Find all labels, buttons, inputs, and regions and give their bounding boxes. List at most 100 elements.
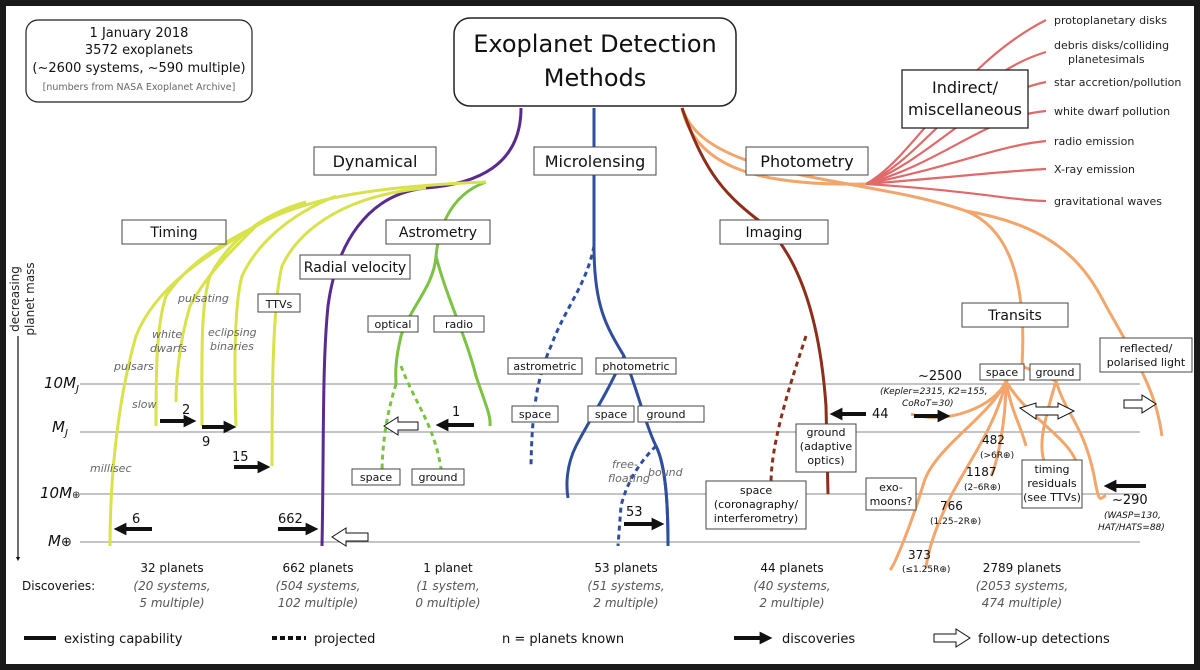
count-2500: ~2500 bbox=[918, 369, 962, 384]
label-binaries: binaries bbox=[210, 340, 254, 353]
count-290: ~290 bbox=[1112, 493, 1148, 508]
imaging-ground-2: (adaptive bbox=[800, 440, 853, 453]
imaging-space-3: interferometry) bbox=[714, 512, 798, 525]
label-eclipsing: eclipsing bbox=[208, 326, 257, 339]
exomoons-1: exo- bbox=[879, 481, 903, 494]
discovery-arrows bbox=[113, 407, 1146, 536]
boxes: 1 January 2018 3572 exoplanets (~2600 sy… bbox=[25, 17, 1193, 530]
astrometry-optical: optical bbox=[375, 318, 412, 331]
transit-space: space bbox=[986, 366, 1019, 379]
level-10me: 10M⊕ bbox=[40, 484, 80, 502]
indirect-item-8: gravitational waves bbox=[1054, 195, 1162, 208]
svg-text:53 planets: 53 planets bbox=[594, 561, 657, 575]
indirect-item-6: radio emission bbox=[1054, 135, 1134, 148]
count-662: 662 bbox=[278, 512, 303, 527]
followup-arrows bbox=[331, 394, 1157, 547]
timing-residuals-1: timing bbox=[1034, 463, 1069, 476]
method-imaging: Imaging bbox=[746, 225, 803, 241]
rv-branches bbox=[320, 107, 523, 547]
detection-methods-tree: decreasing planet mass 10MJ MJ 10M⊕ M⊕ bbox=[8, 14, 1193, 648]
followup-rv bbox=[331, 527, 369, 547]
svg-text:662 planets: 662 planets bbox=[283, 561, 354, 575]
followup-reflected bbox=[1123, 394, 1157, 414]
transit-ground: ground bbox=[1036, 366, 1075, 379]
axis-label-line2: planet mass bbox=[23, 262, 37, 335]
info-line3: (~2600 systems, ~590 multiple) bbox=[32, 61, 245, 76]
label-pulsars: pulsars bbox=[113, 360, 154, 373]
level-mj: MJ bbox=[52, 418, 68, 439]
discoveries-row: Discoveries: 32 planets (20 systems, 5 m… bbox=[22, 561, 1068, 610]
method-astrometry: Astrometry bbox=[399, 225, 477, 241]
info-line4: [numbers from NASA Exoplanet Archive] bbox=[43, 82, 236, 93]
method-timing: Timing bbox=[149, 225, 197, 241]
category-microlensing: Microlensing bbox=[545, 152, 646, 171]
micro-photo-ground: ground bbox=[647, 408, 686, 421]
legend-existing: existing capability bbox=[64, 632, 183, 647]
disc-col-transits: 2789 planets (2053 systems, 474 multiple… bbox=[976, 561, 1068, 610]
count-labels: 6 2 9 15 662 1 53 44 ~2500 (Kepler=2315,… bbox=[132, 369, 1165, 575]
count-373-sub: (≤1.25R⊕) bbox=[902, 565, 950, 575]
micro-photometric: photometric bbox=[602, 360, 669, 373]
count-2500-detail-1: (Kepler=2315, K2=155, bbox=[880, 387, 987, 397]
category-photometry: Photometry bbox=[760, 152, 853, 171]
label-bound: bound bbox=[648, 466, 684, 479]
followup-astrometry bbox=[383, 416, 419, 436]
count-9: 9 bbox=[202, 435, 210, 450]
timing-residuals-2: residuals bbox=[1027, 477, 1077, 490]
reflected-2: polarised light bbox=[1107, 356, 1186, 369]
count-482-sub: (>6R⊕) bbox=[980, 451, 1014, 461]
count-2: 2 bbox=[182, 403, 190, 418]
count-2500-detail-2: CoRoT=30) bbox=[902, 399, 954, 409]
svg-text:102 multiple): 102 multiple) bbox=[278, 596, 358, 610]
count-766: 766 bbox=[940, 499, 963, 513]
count-15: 15 bbox=[232, 450, 249, 465]
timing-branches bbox=[108, 180, 487, 547]
indirect-item-1: protoplanetary disks bbox=[1054, 14, 1167, 27]
indirect-item-5: white dwarf pollution bbox=[1054, 105, 1170, 118]
svg-text:(504 systems,: (504 systems, bbox=[276, 579, 361, 593]
info-line2: 3572 exoplanets bbox=[85, 43, 193, 58]
label-millisec: millisec bbox=[90, 462, 132, 475]
label-dwarfs: dwarfs bbox=[150, 342, 187, 355]
category-dynamical: Dynamical bbox=[333, 152, 418, 171]
legend-discoveries: discoveries bbox=[782, 632, 855, 647]
svg-text:(40 systems,: (40 systems, bbox=[753, 579, 830, 593]
count-373: 373 bbox=[908, 548, 931, 562]
label-slow: slow bbox=[132, 398, 157, 411]
count-6: 6 bbox=[132, 512, 140, 527]
method-transits: Transits bbox=[987, 308, 1042, 324]
imaging-ground-3: optics) bbox=[807, 454, 844, 467]
mass-axis: decreasing planet mass 10MJ MJ 10M⊕ M⊕ bbox=[8, 262, 80, 562]
count-1: 1 bbox=[452, 405, 460, 420]
timing-residuals-3: (see TTVs) bbox=[1023, 491, 1081, 504]
count-290-detail-1: (WASP=130, bbox=[1104, 511, 1161, 521]
disc-col-astrometry: 1 planet (1 system, 0 multiple) bbox=[415, 561, 480, 610]
category-indirect-2: miscellaneous bbox=[908, 100, 1022, 119]
count-53: 53 bbox=[626, 505, 643, 520]
exomoons-2: moons? bbox=[870, 495, 913, 508]
indirect-list: protoplanetary disks debris disks/collid… bbox=[1054, 14, 1181, 208]
legend-followup: follow-up detections bbox=[978, 632, 1110, 647]
category-indirect-1: Indirect/ bbox=[932, 78, 999, 97]
svg-text:474 multiple): 474 multiple) bbox=[982, 596, 1062, 610]
micro-astrometric: astrometric bbox=[513, 360, 576, 373]
svg-text:(1 system,: (1 system, bbox=[416, 579, 479, 593]
discoveries-label: Discoveries: bbox=[22, 579, 95, 593]
count-1187: 1187 bbox=[966, 465, 997, 479]
astrometry-branches bbox=[380, 180, 492, 477]
disc-col-microlensing: 53 planets (51 systems, 2 multiple) bbox=[587, 561, 664, 610]
svg-text:5 multiple): 5 multiple) bbox=[139, 596, 204, 610]
indirect-item-7: X-ray emission bbox=[1054, 163, 1135, 176]
indirect-item-3: planetesimals bbox=[1068, 53, 1145, 66]
diagram-canvas: decreasing planet mass 10MJ MJ 10M⊕ M⊕ bbox=[6, 6, 1194, 664]
svg-text:(51 systems,: (51 systems, bbox=[587, 579, 664, 593]
svg-text:2789 planets: 2789 planets bbox=[983, 561, 1062, 575]
svg-text:1 planet: 1 planet bbox=[423, 561, 473, 575]
astrometry-ground: ground bbox=[419, 471, 458, 484]
svg-text:32 planets: 32 planets bbox=[140, 561, 203, 575]
count-44: 44 bbox=[872, 407, 889, 422]
disc-col-imaging: 44 planets (40 systems, 2 multiple) bbox=[753, 561, 830, 610]
imaging-space-2: (coronagraphy/ bbox=[714, 498, 799, 511]
svg-text:44 planets: 44 planets bbox=[760, 561, 823, 575]
level-me: M⊕ bbox=[48, 532, 72, 550]
